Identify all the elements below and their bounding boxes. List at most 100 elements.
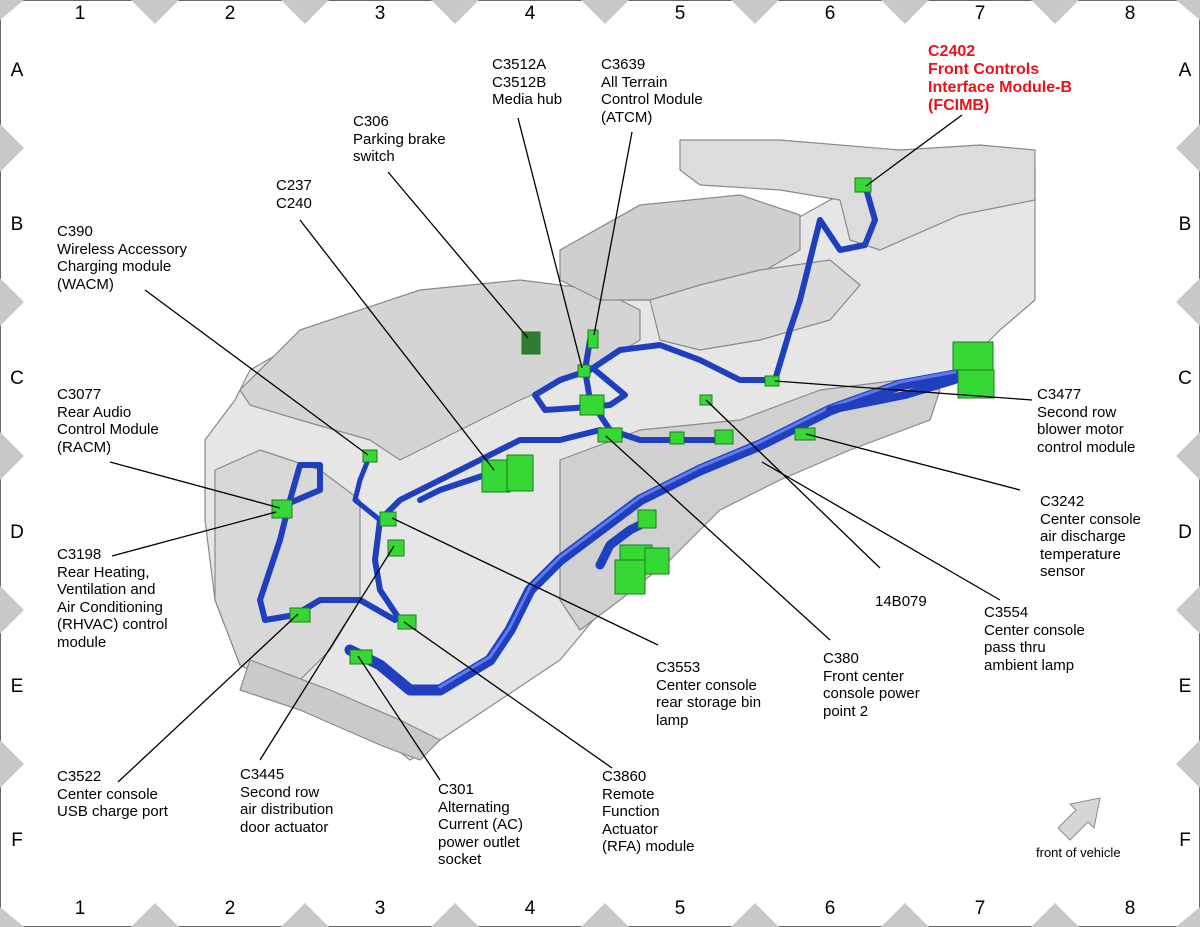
connector-c3477a [952,341,994,371]
leader-c306 [387,171,529,339]
grid-row-right-c: C [1178,368,1192,389]
leader-c3445 [259,545,395,761]
callout-c3077: C3077 Rear Audio Control Module (RACM) [57,386,159,456]
grid-row-left-e: E [10,676,24,697]
harness-rear-loop [257,462,398,623]
grid-col-top-4: 4 [524,3,536,24]
leader-c3554 [761,461,1001,601]
leader-c3198 [111,511,277,557]
connector-c301 [349,649,373,665]
grid-row-right-b: B [1178,214,1192,235]
grid-col-top-6: 6 [824,3,836,24]
grid-col-bottom-2: 2 [224,898,236,919]
leader-c3512 [517,117,583,369]
connector-c3639 [587,329,599,349]
bottom-lip [239,659,441,761]
connector-c237 [481,459,511,493]
callout-c3860: C3860 Remote Function Actuator (RFA) mod… [602,768,695,855]
leader-c3522 [117,613,299,783]
connector-c3077 [271,499,293,519]
callout-c3553: C3553 Center console rear storage bin la… [656,659,762,729]
grid-col-top-8: 8 [1124,3,1136,24]
grid-col-top-7: 7 [974,3,986,24]
connector-c380 [597,427,623,443]
callout-c306: C306 Parking brake switch [353,113,446,165]
grid-row-left-b: B [10,214,24,235]
grid-col-bottom-7: 7 [974,898,986,919]
grid-row-left-c: C [10,368,24,389]
bottom-border-markers [0,903,1200,927]
front-console-top [679,139,1036,251]
callout-c237-c240: C237 C240 [276,177,312,212]
right-border-markers [1176,124,1200,788]
connector-c3554 [794,427,816,441]
connector-c3477b [957,369,995,399]
connector-c3860 [397,614,417,630]
grid-row-left-f: F [11,830,23,851]
grid-row-right-a: A [1178,60,1192,81]
callout-c3477: C3477 Second row blower motor control mo… [1037,386,1136,456]
harness-main-hl [438,370,957,689]
leader-c3639 [593,131,633,336]
grid-col-bottom-3: 3 [374,898,386,919]
callout-c3242: C3242 Center console air discharge tempe… [1040,493,1141,580]
connector-lower-d [644,547,670,575]
leader-c3860 [403,621,613,769]
leader-c237 [299,219,495,471]
grid-col-top-2: 2 [224,3,236,24]
leader-c301 [357,655,441,781]
leader-c380 [605,435,831,641]
front-of-vehicle-label: front of vehicle [1036,845,1121,860]
harness-right-stub [826,376,959,414]
connector-lower-a [637,509,657,529]
grid-row-right-d: D [1178,522,1192,543]
connector-c2402 [854,177,872,193]
leader-c3553 [391,517,659,646]
grid-col-top-5: 5 [674,3,686,24]
left-border-markers [0,124,24,788]
connector-center-a [579,394,605,416]
callout-c3445: C3445 Second row air distribution door a… [240,766,334,836]
connector-c3553b [387,539,405,557]
callout-c3522: C3522 Center console USB charge port [57,768,168,820]
harness-main [344,369,961,696]
grid-row-left-d: D [10,522,24,543]
harness-c390-branch [352,452,383,523]
leader-c3242 [805,433,1021,491]
connector-c3553a [379,511,397,527]
callout-c3198: C3198 Rear Heating, Ventilation and Air … [57,546,168,651]
leader-c3077 [109,461,281,509]
leader-c390 [144,289,369,456]
front-arrow-icon [1057,797,1101,841]
callout-c3512: C3512A C3512B Media hub [492,56,563,108]
leader-14b079 [705,399,881,569]
connector-c306 [521,331,541,355]
connector-lower-c [614,559,646,595]
callout-c2402: C2402 Front Controls Interface Module-B … [928,43,1073,114]
harness-front-loop [772,182,878,383]
connector-c240 [506,454,534,492]
grid-col-top-1: 1 [74,3,86,24]
callout-c3554: C3554 Center console pass thru ambient l… [984,604,1085,674]
connectors [271,177,995,665]
connector-c3198 [289,607,311,623]
callout-14b079: 14B079 [875,593,927,610]
connector-center-c [714,429,734,445]
top-border-markers [0,0,1200,24]
leader-c3477 [774,380,1033,401]
harness-center-loop [532,342,778,413]
leader-c2402 [865,114,963,187]
grid-row-right-f: F [1179,830,1191,851]
grid-col-top-3: 3 [374,3,386,24]
cup-holder-area [649,259,861,351]
grid-col-bottom-5: 5 [674,898,686,919]
grid-col-bottom-4: 4 [524,898,536,919]
callout-c380: C380 Front center console power point 2 [823,650,920,720]
callout-c3639: C3639 All Terrain Control Module (ATCM) [601,56,703,126]
connector-center-b [669,431,685,445]
harness-left-branch [372,427,603,623]
front-bin [559,194,801,301]
leader-lines [109,114,1033,783]
grid-col-bottom-1: 1 [74,898,86,919]
